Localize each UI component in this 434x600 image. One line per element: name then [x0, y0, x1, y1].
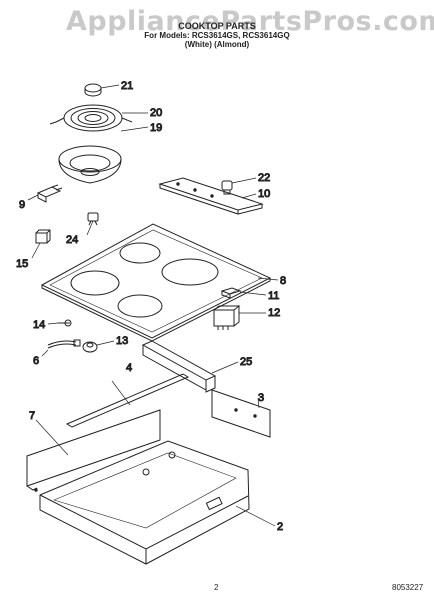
part-7-front-panel [26, 409, 161, 492]
diagram-title: COOKTOP PARTS [178, 21, 256, 31]
part-9-terminal-block [36, 184, 63, 203]
callout-7: 7 [29, 410, 35, 422]
callout-13: 6 [33, 355, 39, 367]
part-13-wire-harness [47, 339, 81, 349]
finish-labels: (White) (Almond) [184, 40, 250, 49]
model-numbers: For Models: RCS3614GS, RCS3614GQ [144, 31, 290, 40]
callout-21: 21 [121, 80, 133, 92]
page-number: 2 [214, 583, 219, 592]
callout-20: 20 [150, 107, 162, 119]
callout-11: 11 [268, 290, 279, 302]
callout-12: 12 [268, 307, 280, 319]
part-21-knob [84, 83, 102, 97]
callout-9: 9 [19, 199, 25, 211]
callout-19: 19 [150, 122, 162, 134]
callout-22: 22 [258, 172, 270, 184]
part-24-connector [87, 212, 99, 226]
document-number: 8053227 [392, 583, 424, 592]
part-19-drip-bowl [58, 145, 122, 184]
part-3-side-panel [211, 389, 271, 438]
part-2-base-pan [39, 440, 250, 565]
callout-3: 3 [258, 392, 264, 404]
callout-8: 8 [280, 275, 286, 287]
part-15-switch [35, 229, 51, 244]
part-11-bracket [220, 287, 242, 299]
callout-10: 10 [258, 188, 270, 200]
callout-labels: 21 20 19 9 22 10 24 15 8 11 12 14 6 13 4… [16, 80, 287, 534]
leader-lines [27, 84, 279, 527]
part-14-screw [58, 319, 72, 327]
callout-14: 14 [33, 319, 45, 331]
part-12-infinite-switch [213, 305, 241, 330]
part-10-control-panel [158, 177, 264, 215]
callout-4: 4 [126, 362, 132, 374]
callout-25: 25 [240, 356, 252, 368]
watermark: AppliancePartsPros.com [66, 6, 434, 37]
callout-24: 24 [66, 234, 78, 246]
part-4-trim-strip [65, 373, 190, 428]
callout-6: 13 [116, 335, 128, 347]
callout-15: 15 [16, 258, 28, 270]
part-25-rear-bracket [141, 340, 217, 393]
part-6-knob [82, 341, 98, 353]
callout-2: 2 [277, 521, 283, 533]
part-20-surface-element [49, 104, 133, 132]
